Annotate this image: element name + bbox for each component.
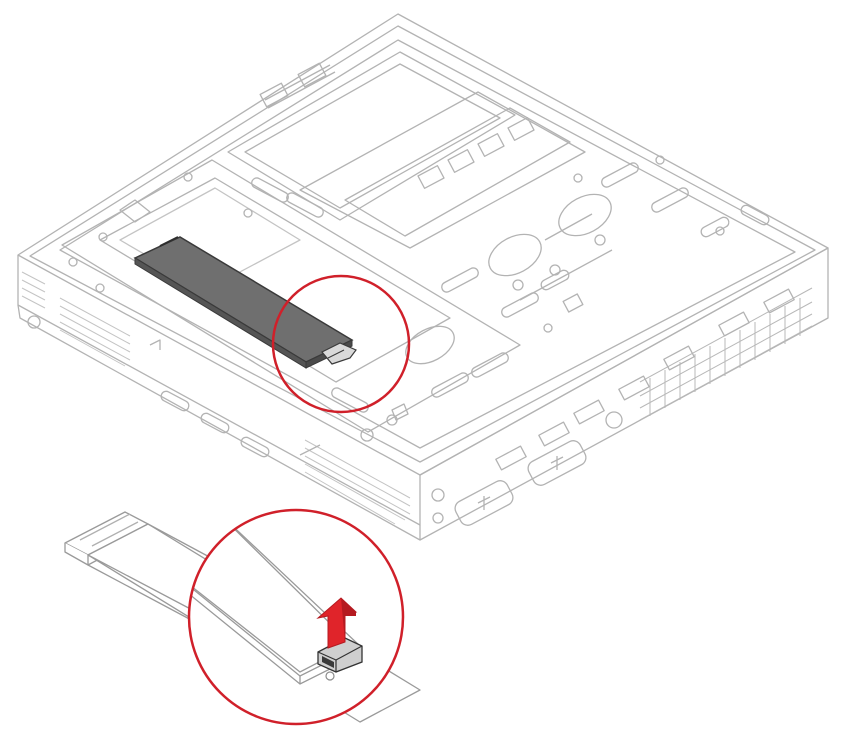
chassis-illustration: [17, 13, 829, 541]
ssd-board-outside: [87, 523, 216, 623]
lift-arrow: [316, 597, 358, 649]
m2-ssd-installed: [133, 236, 357, 369]
callout-circle-top: [271, 274, 411, 414]
zoom-detail: [189, 510, 403, 724]
callout-circle-zoom: [187, 508, 405, 726]
